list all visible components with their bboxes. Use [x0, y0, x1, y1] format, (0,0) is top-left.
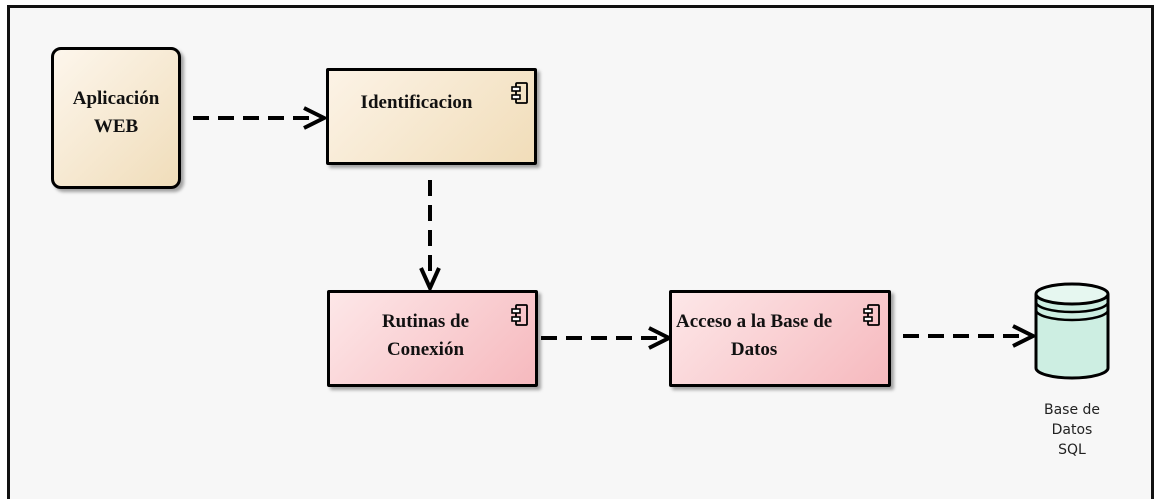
- diagram-frame: [7, 5, 1154, 499]
- node-rutinas-de-conexion-label: Rutinas de Conexión: [381, 310, 470, 360]
- database-label: Base de Datos SQL: [1043, 402, 1101, 458]
- node-acceso-base-datos: Acceso a la Base de Datos: [669, 290, 891, 387]
- database-icon: [1034, 282, 1110, 380]
- node-identificacion: Identificacion: [326, 68, 537, 165]
- node-aplicacion-web: Aplicación WEB: [51, 47, 181, 189]
- node-rutinas-de-conexion: Rutinas de Conexión: [327, 290, 538, 387]
- arrowhead-identificacion: [303, 106, 329, 130]
- component-icon: [863, 304, 880, 326]
- component-icon: [511, 304, 528, 326]
- node-acceso-base-datos-label: Acceso a la Base de Datos: [676, 310, 833, 360]
- node-aplicacion-web-label: Aplicación WEB: [72, 88, 160, 137]
- node-identificacion-label: Identificacion: [360, 92, 473, 113]
- arrowhead-rutinas: [419, 267, 441, 293]
- arrowhead-database: [1012, 324, 1038, 348]
- component-icon: [511, 82, 528, 104]
